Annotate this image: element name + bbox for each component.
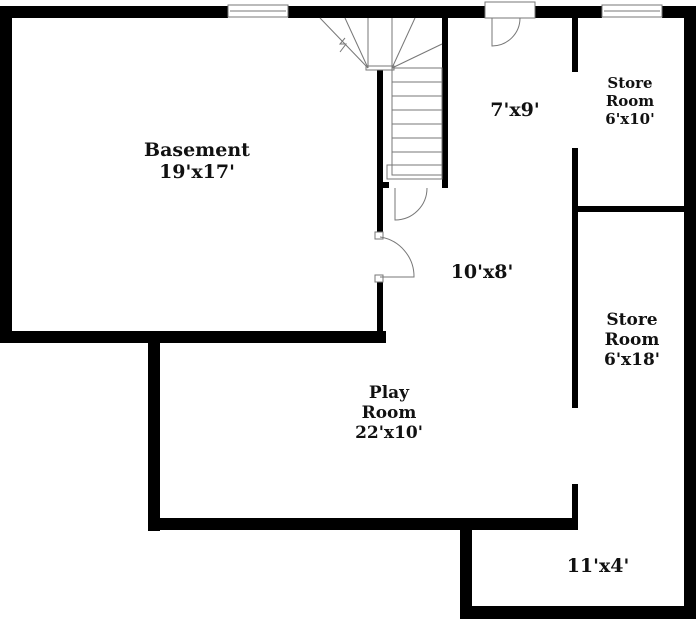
room-name: Basement bbox=[144, 139, 250, 161]
room-label-alcove: 11'x4' bbox=[567, 555, 630, 577]
room-name: Store Room bbox=[604, 310, 660, 350]
room-size: 19'x17' bbox=[159, 161, 235, 183]
room-size: 7'x9' bbox=[490, 99, 540, 121]
room-label-store-room-2: Store Room 6'x18' bbox=[602, 310, 662, 370]
room-label-hall-upper: 7'x9' bbox=[490, 99, 539, 121]
room-name: Play Room bbox=[361, 383, 417, 423]
windows bbox=[227, 4, 663, 18]
room-size: 10'x8' bbox=[450, 261, 514, 283]
room-label-hall-lower: 10'x8' bbox=[451, 261, 514, 283]
room-name: Store Room bbox=[605, 74, 655, 110]
room-label-basement: Basement 19'x17' bbox=[144, 139, 250, 183]
interior-walls bbox=[377, 18, 696, 524]
staircase bbox=[319, 17, 443, 180]
room-size: 6'x18' bbox=[603, 350, 661, 370]
room-size: 11'x4' bbox=[566, 555, 630, 577]
room-label-play-room: Play Room 22'x10' bbox=[355, 383, 423, 443]
room-label-store-room-1: Store Room 6'x10' bbox=[600, 74, 660, 128]
doors bbox=[374, 1, 536, 283]
room-size: 6'x10' bbox=[605, 110, 655, 128]
room-size: 22'x10' bbox=[355, 423, 423, 443]
exterior-walls bbox=[0, 6, 696, 619]
